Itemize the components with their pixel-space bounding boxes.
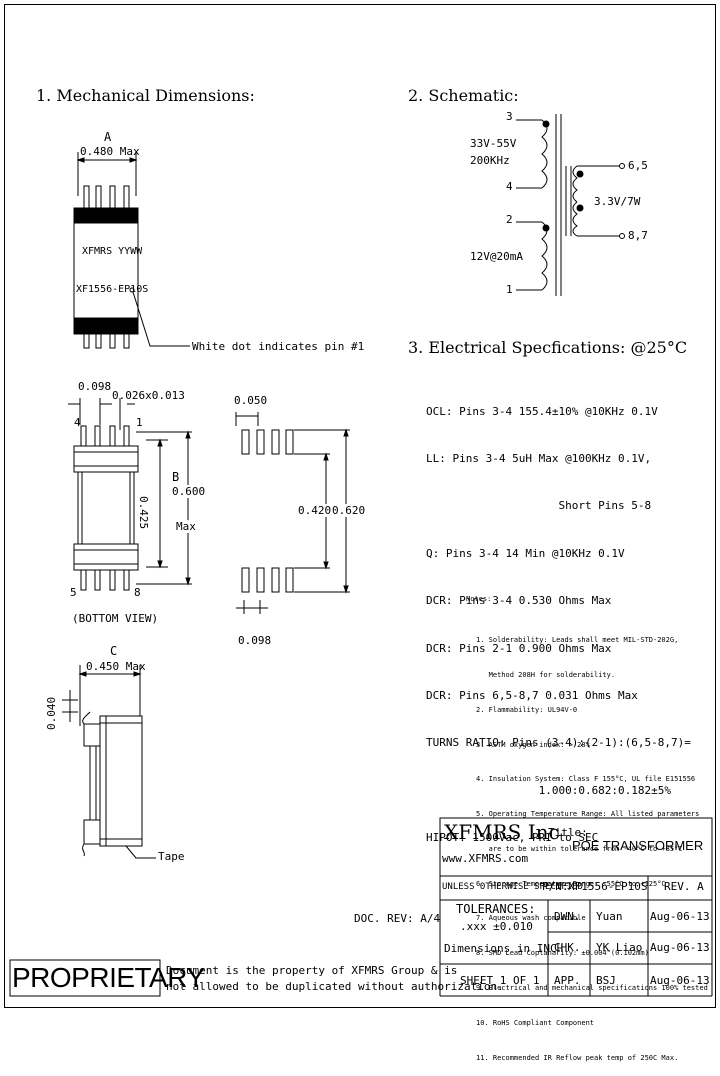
- spec-line: OCL: Pins 3-4 155.4±10% @10KHz 0.1V: [426, 404, 658, 418]
- chk-name: YK Liao: [596, 941, 643, 954]
- note-item: Method 208H for solderability.: [476, 670, 616, 679]
- dwn-name: Yuan: [596, 910, 623, 923]
- part-marking-line1: XFMRS YYWW: [82, 246, 143, 257]
- note-item: 7. Aqueous wash compatible: [476, 914, 586, 923]
- sch-pin-87: 8,7: [628, 229, 648, 242]
- spec-line: DCR: Pins 2-1 0.900 Ohms Max: [426, 641, 612, 655]
- dim-c: 0.450 Max: [86, 660, 146, 673]
- label-a: A: [104, 130, 112, 144]
- part-marking-line2: XF1556-EP10S: [76, 284, 149, 295]
- title-block-lines: [9, 817, 713, 997]
- spec-line: LL: Pins 3-4 5uH Max @100KHz 0.1V,: [426, 451, 652, 465]
- dim-b-max: Max: [176, 520, 196, 533]
- section-mechanical-title: 1. Mechanical Dimensions:: [36, 86, 255, 105]
- tolerances-label: TOLERANCES:: [456, 902, 536, 916]
- dimensions-unit: Dimensions in INCH: [444, 942, 564, 955]
- sch-pin-2: 2: [506, 213, 513, 226]
- electrical-specs: OCL: Pins 3-4 155.4±10% @10KHz 0.1V LL: …: [426, 372, 691, 862]
- pad-dim-0620: 0.620: [332, 504, 366, 517]
- dim-pitch: 0.026x0.013: [112, 389, 185, 402]
- doc-revision: DOC. REV: A/4: [354, 912, 441, 925]
- note-item: 2. Flammability: UL94V-0: [476, 705, 578, 714]
- note-item: 10. RoHS Compliant Component: [476, 1018, 595, 1027]
- sheet-number: SHEET 1 OF 1: [460, 974, 540, 987]
- spec-line: Q: Pins 3-4 14 Min @10KHz 0.1V: [426, 546, 625, 560]
- drawing-canvas: [4, 4, 716, 1008]
- bottom-view-drawing: [68, 398, 192, 591]
- section-electrical-title: 3. Electrical Specfications: @25°C: [408, 338, 688, 357]
- pin-label-4: 4: [74, 416, 81, 429]
- pad-dim-0050: 0.050: [234, 394, 268, 407]
- top-view-drawing: [73, 152, 190, 349]
- dim-a: 0.480 Max: [80, 145, 140, 158]
- note-item: 6. Storage Temperature Range: -55°C to +…: [476, 879, 666, 888]
- schematic-drawing: [516, 114, 625, 296]
- sch-pin-65: 6,5: [628, 159, 648, 172]
- note-item: 8. SMD Lead Coplanarity: ±0.004"(0.102mm…: [476, 949, 649, 958]
- app-label: APP.: [554, 974, 581, 987]
- dim-0425: 0.425: [137, 496, 150, 530]
- bottom-view-label: (BOTTOM VIEW): [72, 612, 159, 625]
- dwn-label: DWN.: [554, 910, 581, 923]
- tolerance-value: .xxx ±0.010: [460, 920, 533, 933]
- chk-label: CHK.: [554, 941, 581, 954]
- proprietary-line2: not allowed to be duplicated without aut…: [166, 980, 504, 993]
- app-date: Aug-06-13: [650, 974, 710, 987]
- spec-line: Short Pins 5-8: [426, 499, 652, 513]
- spec-line: 1.000:0.682:0.182±5%: [426, 783, 672, 797]
- sch-sec: 3.3V/7W: [594, 195, 641, 208]
- pn-label: P/N:: [542, 880, 569, 893]
- tape-label: Tape: [158, 850, 185, 863]
- white-dot-note: White dot indicates pin #1: [192, 340, 365, 353]
- title-label: Title:: [548, 826, 588, 839]
- pin-label-5: 5: [70, 586, 77, 599]
- dim-0040: 0.040: [45, 696, 58, 730]
- company-name: XFMRS Inc: [444, 820, 560, 844]
- sch-pin-4: 4: [506, 180, 513, 193]
- note-item: 5. Operating Temperature Range: All list…: [476, 810, 700, 819]
- proprietary-stamp: PROPRIETARY: [12, 962, 205, 993]
- sch-pri-freq: 200KHz: [470, 154, 510, 167]
- note-item: 4. Insulation System: Class F 155°C, UL …: [476, 775, 696, 784]
- spec-line: TURNS RATIO: Pins (3-4):(2-1):(6,5-8,7)=: [426, 736, 691, 750]
- document-title: POE TRANSFORMER: [572, 838, 704, 853]
- sch-pin-3: 3: [506, 110, 513, 123]
- pad-dim-0098: 0.098: [238, 634, 272, 647]
- note-item: 1. Solderability: Leads shall meet MIL-S…: [476, 636, 679, 645]
- spec-line: DCR: Pins 3-4 0.530 Ohms Max: [426, 594, 612, 608]
- unless-specified: UNLESS OTHERWISE SPECIFIED: [442, 882, 583, 892]
- dim-0098-top: 0.098: [78, 380, 112, 393]
- dim-b: 0.600: [172, 485, 206, 498]
- chk-date: Aug-06-13: [650, 941, 710, 954]
- pad-dim-0420: 0.420: [298, 504, 332, 517]
- note-item: are to be within tolerance from -40°C to…: [476, 844, 683, 853]
- sch-pri-voltage: 33V-55V: [470, 137, 517, 150]
- note-item: 3. ASTM oxygen index: > 28%: [476, 740, 590, 749]
- note-item: 11. Recommended IR Reflow peak temp of 2…: [476, 1053, 679, 1062]
- pin-label-8: 8: [134, 586, 141, 599]
- revision: REV. A: [664, 880, 704, 893]
- note-item: 9. Electrical and mechanical specificati…: [476, 984, 708, 992]
- side-view-drawing: [62, 665, 156, 859]
- pin-label-1: 1: [136, 416, 143, 429]
- app-name: BSJ: [596, 974, 616, 987]
- spec-line: HIPOT: 1500Vac, PRI to SEC: [426, 831, 599, 845]
- sch-aux: 12V@20mA: [470, 250, 523, 263]
- drawing-border: [4, 4, 716, 1008]
- notes-title: Notes:: [466, 595, 492, 603]
- label-b: B: [172, 470, 180, 484]
- spec-line: DCR: Pins 6,5-8,7 0.031 Ohms Max: [426, 688, 638, 702]
- company-website: www.XFMRS.com: [442, 852, 529, 865]
- label-c: C: [110, 644, 118, 658]
- section-schematic-title: 2. Schematic:: [408, 86, 519, 105]
- part-number: XF1556-EP10S: [568, 880, 648, 893]
- proprietary-line1: Document is the property of XFMRS Group …: [166, 964, 458, 977]
- sch-pin-1: 1: [506, 283, 513, 296]
- dwn-date: Aug-06-13: [650, 910, 710, 923]
